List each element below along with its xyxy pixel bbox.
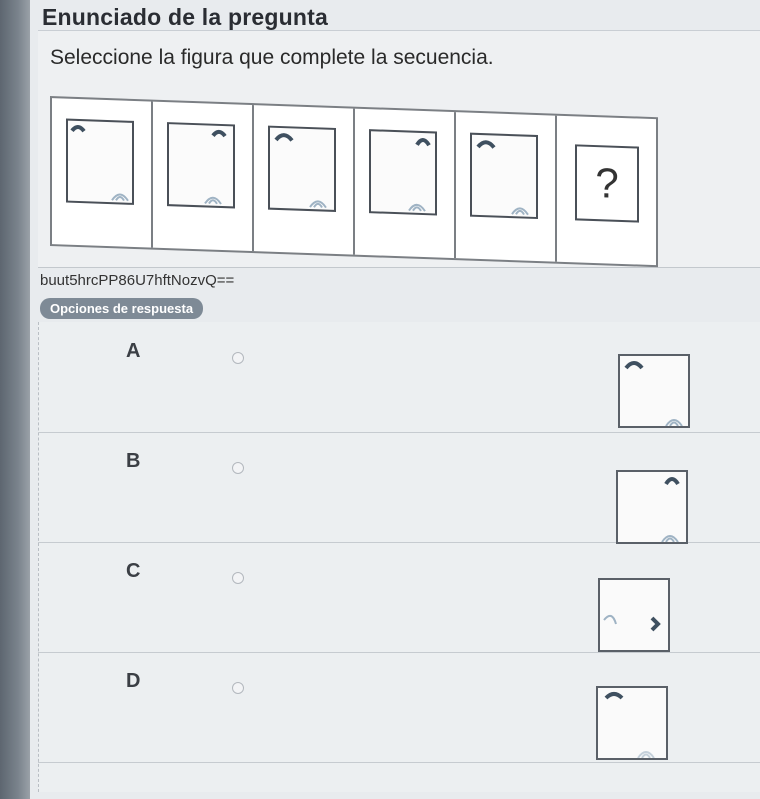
option-letter: C [126,560,141,582]
option-a-radio[interactable] [232,352,244,364]
sequence-figure [369,129,437,216]
sequence-cell-3 [254,105,355,255]
option-c[interactable]: C [38,542,760,653]
question-code: buut5hrcPP86U7hftNozvQ== [40,272,235,289]
arc-cap-icon [624,361,644,370]
sequence-cell-2 [153,101,254,252]
arc-cap-icon [476,140,496,149]
sequence-figure [470,132,538,220]
concentric-arc-icon [408,203,426,212]
sequence-figure [66,118,134,205]
sequence-figure [167,122,235,209]
sequence-figure-marks [476,140,529,216]
option-d-radio[interactable] [232,682,244,694]
sequence-placeholder: ? [575,144,639,223]
sequence-figure-marks [274,133,327,209]
sequence-cell-4 [355,108,456,259]
concentric-arc-icon [661,535,679,543]
option-b[interactable]: B [38,432,760,544]
sequence-strip: ? [50,96,658,268]
left-sidebar-edge [0,0,30,799]
option-letter: B [126,450,141,472]
chevron-right-mark-icon [650,616,661,632]
option-a-figure-marks [624,361,683,427]
concentric-arc-icon [603,614,617,625]
arc-cap-icon [604,692,624,700]
arc-cap-icon [211,129,227,138]
option-b-figure-marks [661,477,680,543]
option-a[interactable]: A [38,322,760,433]
arc-cap-icon [664,477,680,486]
sequence-figure-marks [70,124,129,202]
concentric-arc-icon [665,419,683,427]
question-text: Seleccione la figura que complete la sec… [50,46,494,69]
concentric-arc-icon [111,193,129,202]
arc-cap-icon [274,133,294,142]
sequence-cell-5 [456,112,557,262]
option-d-figure [596,686,668,760]
option-d-figure-marks [604,692,655,759]
concentric-arc-icon [511,207,529,216]
options-header-badge: Opciones de respuesta [40,298,204,319]
concentric-arc-icon [309,200,327,209]
sequence-cell-1 [52,98,153,248]
concentric-arc-icon [204,196,222,205]
sequence-figure-marks [204,129,227,205]
option-d[interactable]: D [38,652,760,763]
option-letter: A [126,340,141,362]
sequence-figure [268,125,336,212]
option-b-radio[interactable] [232,462,244,474]
option-a-figure [618,354,690,428]
option-c-figure [598,578,670,652]
concentric-arc-icon [637,751,655,759]
option-c-figure-marks [603,614,661,632]
page-title: Enunciado de la pregunta [42,4,328,30]
option-c-radio[interactable] [232,572,244,584]
sequence-figure-marks [408,138,431,212]
arc-cap-icon [415,138,431,147]
option-b-figure [616,470,688,544]
option-letter: D [126,670,141,692]
arc-cap-icon [70,124,86,133]
sequence-cell-6: ? [557,116,656,265]
